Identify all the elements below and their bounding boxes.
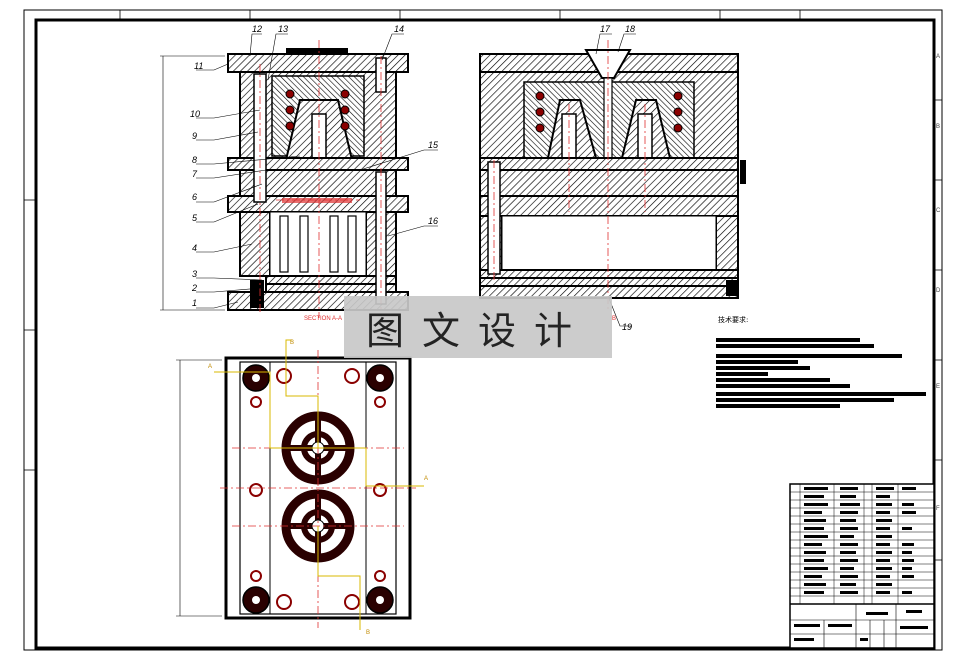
callout-9: 9	[192, 131, 197, 141]
callout-2: 2	[191, 283, 197, 293]
callout-3: 3	[192, 269, 197, 279]
section-label-b: B	[612, 316, 616, 322]
plan-marker-b-top: B	[290, 340, 294, 346]
edge-letter-c: C	[936, 208, 941, 214]
callout-15: 15	[428, 140, 439, 150]
callout-10: 10	[190, 109, 200, 119]
callout-1: 1	[192, 298, 197, 308]
callout-16: 16	[428, 216, 438, 226]
plan-marker-a-left: A	[208, 364, 212, 370]
callout-19: 19	[622, 322, 632, 332]
section-view-a: 1 2 3 4 5 6 7 8 9 10 11 12 13 14 15 16 S…	[160, 24, 439, 322]
callout-11: 11	[194, 61, 203, 71]
edge-letter-d: D	[936, 288, 941, 294]
plan-marker-a-right: A	[424, 476, 428, 482]
plan-view: B A A B	[176, 339, 428, 636]
callout-5: 5	[192, 213, 198, 223]
callout-18: 18	[625, 24, 635, 34]
title-block	[789, 483, 935, 649]
callout-7: 7	[192, 169, 198, 179]
callout-14: 14	[394, 24, 404, 34]
edge-letter-b: B	[936, 124, 940, 130]
sheet-frame: A B C D E F	[23, 9, 943, 651]
callout-8: 8	[192, 155, 197, 165]
callout-6: 6	[192, 192, 197, 202]
edge-letter-e: E	[936, 384, 940, 390]
tech-requirements: 技术要求:	[716, 315, 926, 408]
callout-17: 17	[600, 24, 611, 34]
callout-12: 12	[252, 24, 262, 34]
watermark-banner: 图文设计	[344, 296, 612, 358]
edge-letter-a: A	[936, 54, 940, 60]
section-label-a: SECTION A-A	[304, 316, 342, 322]
callout-4: 4	[192, 243, 197, 253]
callout-13: 13	[278, 24, 288, 34]
section-view-b: 17 18 19 B	[479, 24, 746, 332]
edge-letter-f: F	[936, 506, 940, 512]
tech-requirements-title: 技术要求:	[718, 315, 748, 324]
plan-marker-b-bottom: B	[366, 630, 370, 636]
